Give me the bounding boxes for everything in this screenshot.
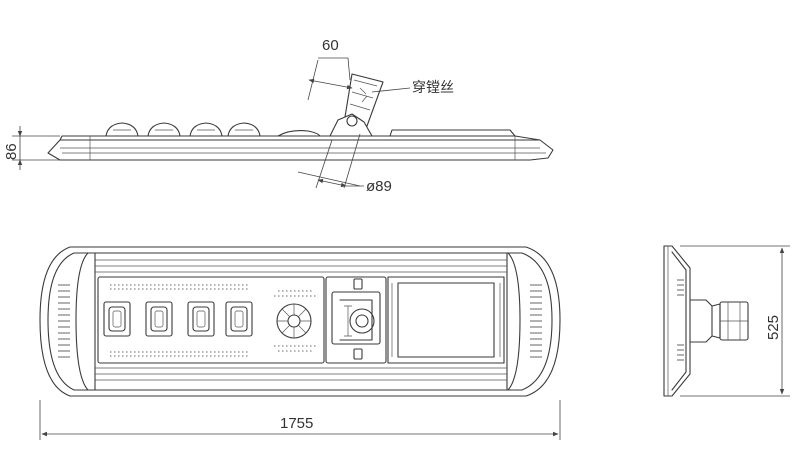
end-view [663, 245, 790, 397]
length-dimension: 1755 [280, 415, 313, 432]
angle-dimension: 60 [322, 37, 339, 54]
height-dimension: 86 [3, 143, 20, 160]
top-view [39, 246, 561, 440]
mount-bolt-note: 穿镗丝 [412, 80, 454, 96]
pipe-diameter-dimension: ø89 [366, 178, 392, 195]
side-view [12, 57, 554, 189]
width-dimension: 525 [765, 315, 782, 340]
